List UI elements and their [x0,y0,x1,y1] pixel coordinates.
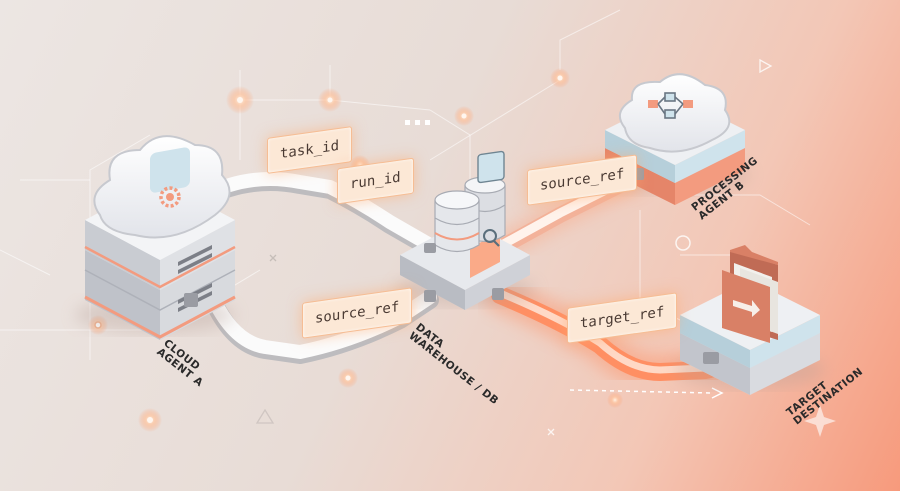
gear-icon [159,186,181,208]
node-data-warehouse [395,150,535,310]
node-target-destination [675,245,825,395]
workflow-icon [648,92,693,119]
decorative-shapes [255,58,836,437]
search-icon [477,150,505,247]
dashed-arrow [569,387,724,399]
folder-arrow-icon [722,245,778,343]
glow-dots [88,68,708,432]
node-cloud-agent-a [75,135,236,340]
database-icon [434,176,506,253]
